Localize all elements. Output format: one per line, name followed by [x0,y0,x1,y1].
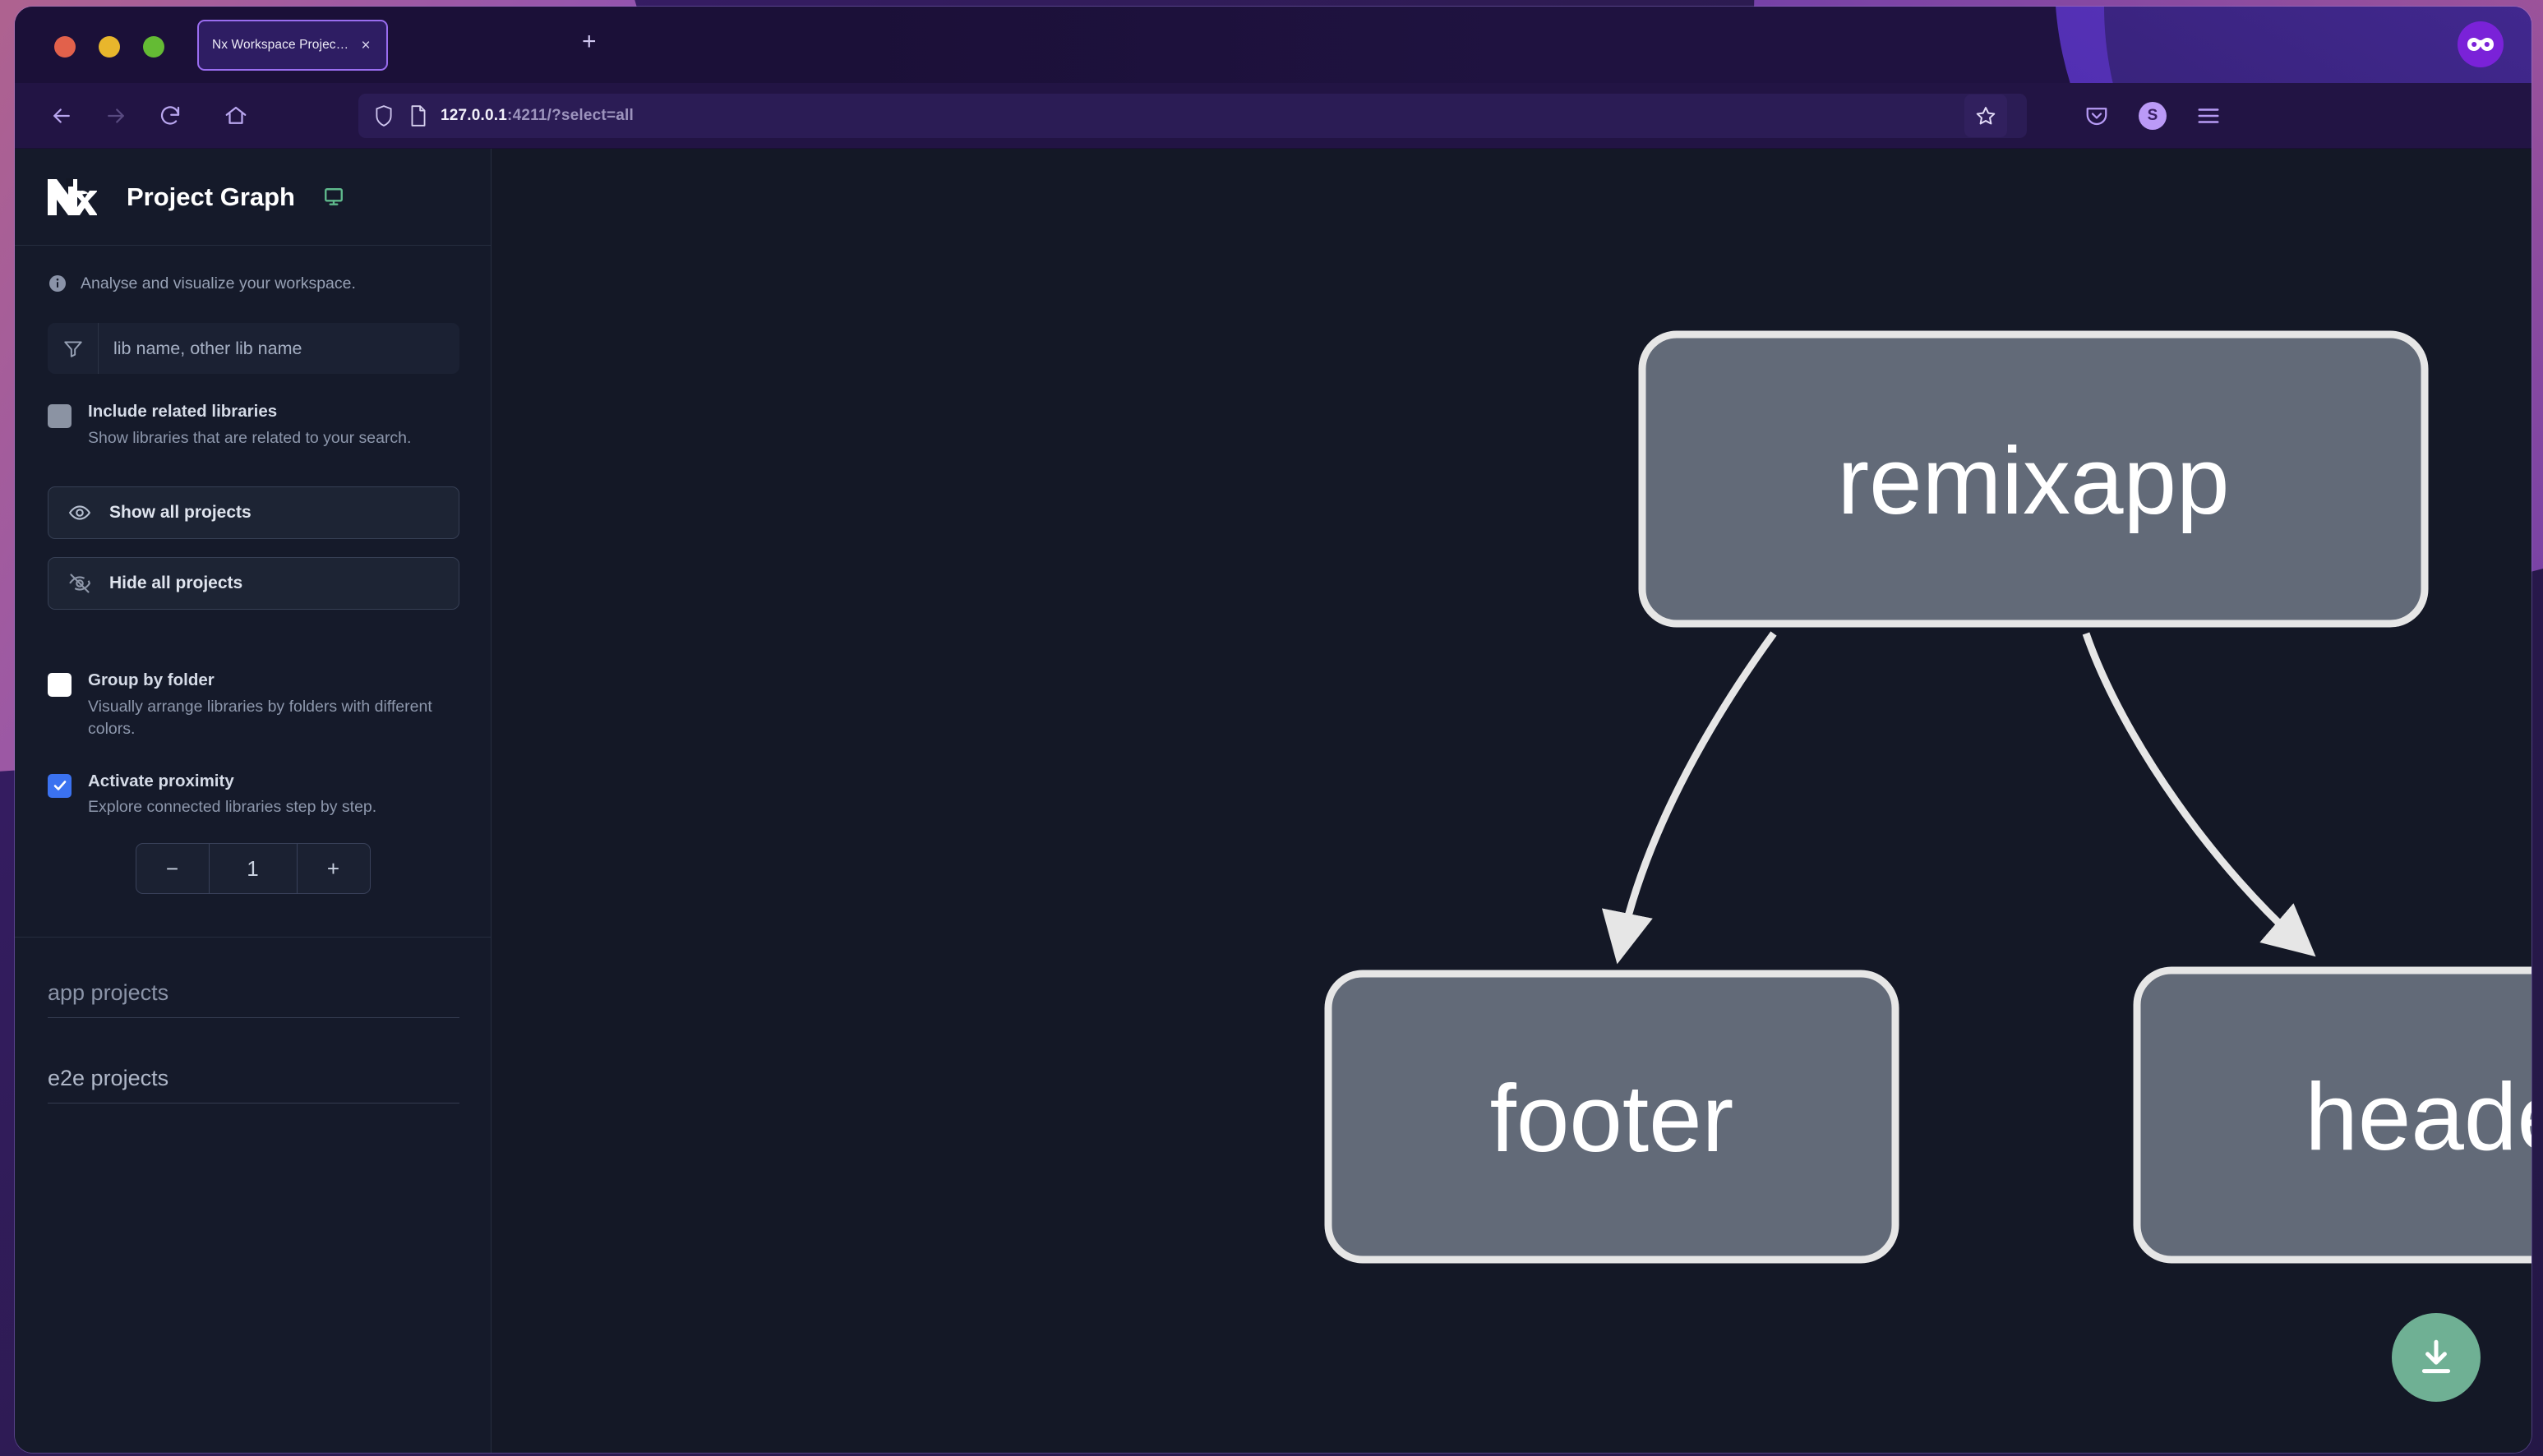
option-label: Group by folder [88,670,215,690]
project-graph-svg: remixapp footer header [1324,330,2531,1264]
monitor-icon[interactable] [323,187,344,208]
eye-icon [68,501,91,524]
section-header-app-projects[interactable]: app projects [48,980,459,1019]
zoom-window-button[interactable] [143,36,164,58]
reload-icon[interactable] [148,94,192,138]
pocket-icon[interactable] [2084,104,2109,128]
page-body: Project Graph Analyse and visualize your… [15,149,2531,1453]
show-all-projects-button[interactable]: Show all projects [48,486,459,540]
browser-tab-active[interactable]: Nx Workspace Project Graph × [197,20,388,71]
graph-node-header[interactable]: header [2133,966,2531,1264]
search-input[interactable] [99,338,459,359]
stepper-decrement-button[interactable]: − [165,855,179,881]
sidebar-header: Project Graph [15,149,491,246]
url-bar[interactable]: 127.0.0.1:4211/?select=all [358,93,2027,138]
forward-arrow-icon[interactable] [94,94,138,138]
graph-node-label: footer [1490,1065,1734,1172]
graph-node-footer[interactable]: footer [1324,970,1899,1264]
stepper-value: 1 [208,844,298,894]
option-description: Explore connected libraries step by step… [88,798,377,817]
info-icon [48,274,67,293]
edge-remixapp-footer [1602,631,1777,965]
tagline-text: Analyse and visualize your workspace. [81,274,356,293]
url-path: :4211/?select=all [507,106,634,124]
edge-remixapp-header [2082,632,2316,957]
graph-node-remixapp[interactable]: remixapp [1638,330,2429,628]
checkbox-activate-proximity[interactable] [48,773,72,798]
toolbar-right-icons: S [2084,101,2221,130]
funnel-filter-icon [48,323,99,374]
sidebar: Project Graph Analyse and visualize your… [15,149,492,1453]
tab-strip: Nx Workspace Project Graph × + [15,7,2531,83]
back-arrow-icon[interactable] [39,94,84,138]
url-host: 127.0.0.1 [441,106,508,124]
bookmark-star-icon[interactable] [1964,94,2007,137]
window-traffic-lights[interactable] [54,36,164,58]
filter-search-box[interactable] [48,323,459,374]
hamburger-menu-icon[interactable] [2196,105,2221,127]
option-include-related-libraries[interactable]: Include related libraries Show libraries… [15,374,491,449]
new-tab-button[interactable]: + [582,28,597,55]
button-label: Show all projects [109,503,252,523]
hide-all-projects-button[interactable]: Hide all projects [48,557,459,611]
page-title: Project Graph [127,182,295,211]
option-description: Show libraries that are related to your … [88,428,412,447]
shield-icon [373,104,395,127]
browser-nav-toolbar: 127.0.0.1:4211/?select=all S [15,83,2531,149]
graph-canvas[interactable]: remixapp footer header [492,149,2531,1453]
option-description: Visually arrange libraries by folders wi… [88,698,432,738]
check-icon [53,781,66,791]
mask-glyph [2467,38,2494,51]
browser-window: Nx Workspace Project Graph × + [15,7,2531,1453]
eye-slash-icon [68,572,91,595]
download-glyph [2421,1339,2451,1374]
stepper-increment-button[interactable]: + [326,855,340,881]
close-icon[interactable]: × [361,36,371,54]
avatar[interactable]: S [2139,101,2167,130]
checkbox-group-by-folder[interactable] [48,673,72,698]
option-label: Include related libraries [88,402,278,421]
button-label: Hide all projects [109,574,243,593]
option-activate-proximity[interactable]: Activate proximity Explore connected lib… [15,740,491,818]
download-icon[interactable] [2392,1313,2481,1402]
close-window-button[interactable] [54,36,76,58]
option-group-by-folder[interactable]: Group by folder Visually arrange librari… [15,643,491,740]
private-mask-icon [2458,21,2504,67]
nx-logo-icon [46,176,98,219]
proximity-stepper[interactable]: − 1 + [135,843,371,895]
section-header-e2e-projects[interactable]: e2e projects [48,1066,459,1104]
tab-strip-artwork [15,7,2531,83]
tab-title: Nx Workspace Project Graph [212,38,352,52]
info-glyph [49,275,66,292]
graph-node-label: remixapp [1837,427,2229,534]
page-icon [409,104,427,127]
nx-logo-glyph [48,177,98,215]
option-label: Activate proximity [88,771,234,790]
project-sections: app projects e2e projects [15,937,491,1104]
tagline-row: Analyse and visualize your workspace. [15,246,491,293]
graph-node-label: header [2305,1063,2531,1170]
url-text: 127.0.0.1:4211/?select=all [441,107,634,125]
checkbox-include-related-libraries[interactable] [48,404,72,428]
minimize-window-button[interactable] [99,36,120,58]
home-icon[interactable] [214,94,258,138]
